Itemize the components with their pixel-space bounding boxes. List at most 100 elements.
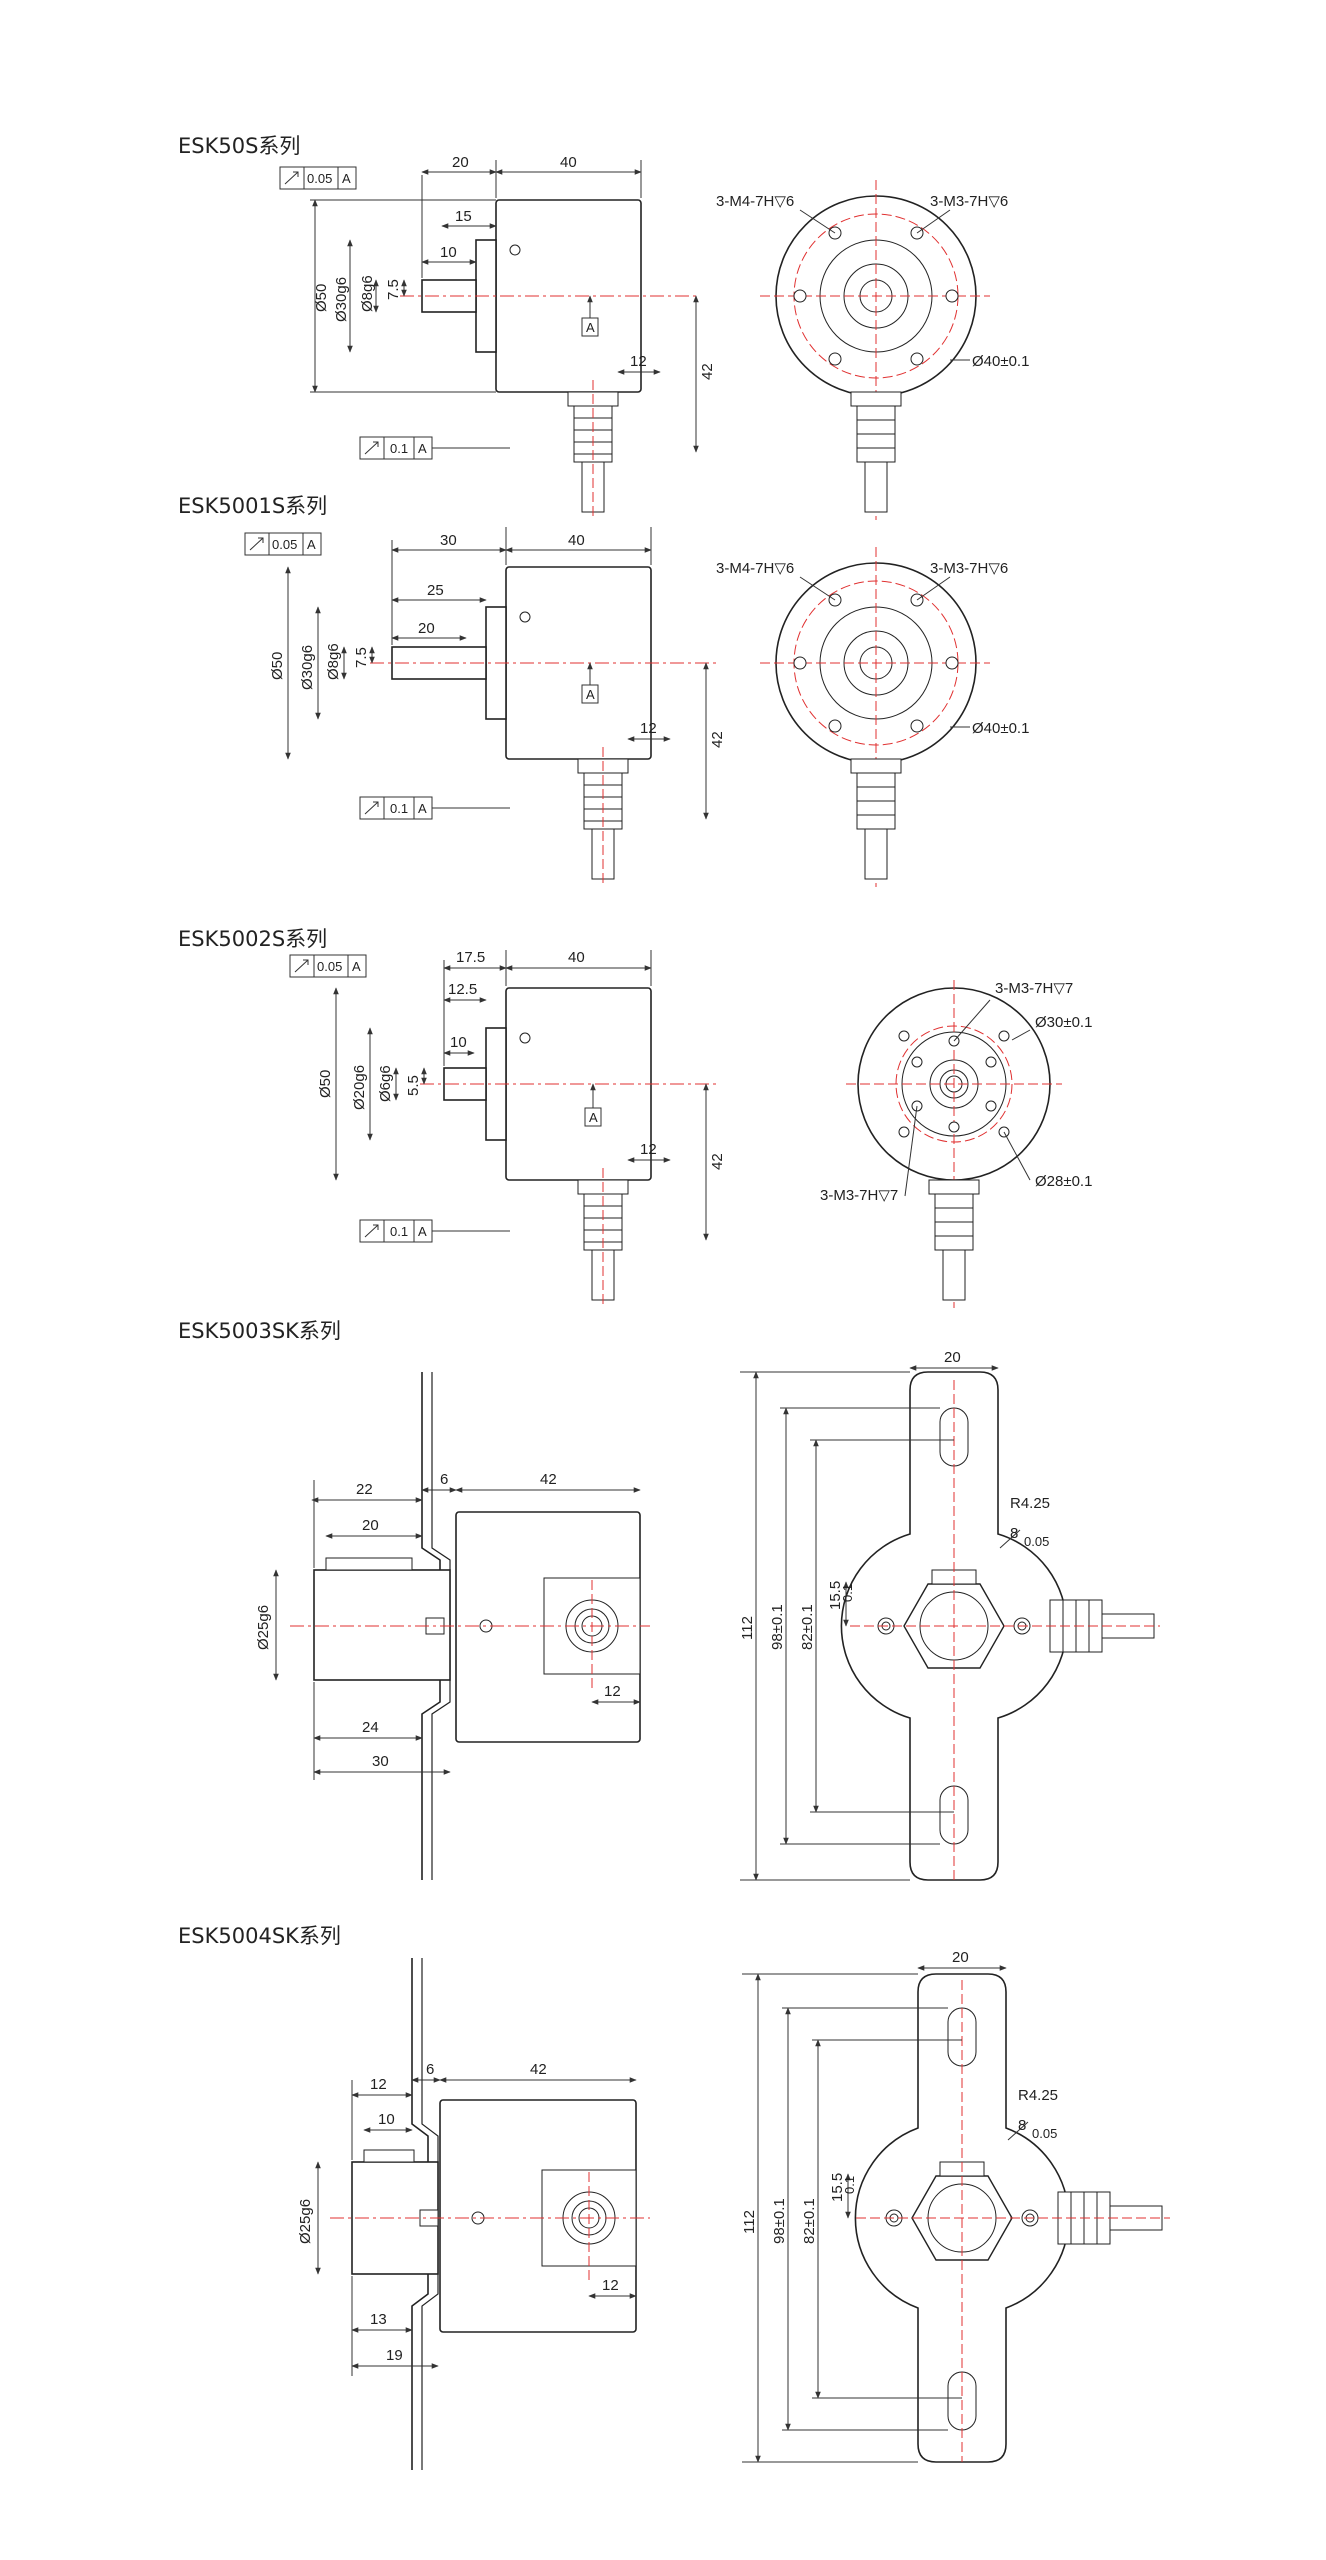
svg-text:A: A <box>342 171 351 186</box>
esk5001s-dimensions <box>285 527 709 820</box>
svg-text:A: A <box>586 687 595 702</box>
section-title-esk5004sk: ESK5004SK系列 <box>178 1924 341 1948</box>
svg-text:40: 40 <box>560 154 577 171</box>
svg-text:15.5: 15.5 <box>827 1581 844 1610</box>
svg-text:42: 42 <box>709 1153 726 1170</box>
svg-text:Ø40±0.1: Ø40±0.1 <box>972 353 1029 370</box>
svg-text:0.1: 0.1 <box>390 1224 408 1239</box>
section-title-esk5003sk: ESK5003SK系列 <box>178 1319 341 1343</box>
svg-text:20: 20 <box>944 1349 961 1366</box>
svg-text:30: 30 <box>440 532 457 549</box>
tolerance-frame-top: 0.05 A <box>244 532 322 556</box>
svg-text:12: 12 <box>370 2076 387 2093</box>
svg-text:Ø50: Ø50 <box>313 284 330 312</box>
esk50s-cable <box>567 380 619 520</box>
esk5002s-front-view: 3-M3-7H▽7 Ø30±0.1 3-M3-7H▽7 Ø28±0.1 <box>820 980 1092 1308</box>
svg-text:12: 12 <box>602 2277 619 2294</box>
svg-text:82±0.1: 82±0.1 <box>799 1604 816 1650</box>
svg-text:0.05: 0.05 <box>307 171 332 186</box>
esk5003sk-side-view: 6 42 22 20 Ø25g6 12 24 30 <box>255 1372 650 1880</box>
datum-a-box: A <box>581 295 599 337</box>
svg-text:12: 12 <box>640 720 657 737</box>
svg-text:10: 10 <box>378 2111 395 2128</box>
svg-text:10: 10 <box>450 1034 467 1051</box>
svg-text:42: 42 <box>709 731 726 748</box>
svg-text:42: 42 <box>540 1471 557 1488</box>
esk50s-side-view: 0.05 A 20 <box>279 154 716 520</box>
svg-text:42: 42 <box>699 363 716 380</box>
section-title-esk5002s: ESK5002S系列 <box>178 927 328 951</box>
svg-text:A: A <box>586 320 595 335</box>
svg-text:3-M3-7H▽6: 3-M3-7H▽6 <box>930 560 1008 577</box>
svg-text:R4.25: R4.25 <box>1010 1495 1050 1512</box>
svg-text:17.5: 17.5 <box>456 949 485 966</box>
svg-text:Ø8g6: Ø8g6 <box>359 275 376 312</box>
svg-text:5.5: 5.5 <box>405 1075 422 1096</box>
svg-text:98±0.1: 98±0.1 <box>771 2198 788 2244</box>
svg-text:0.05: 0.05 <box>272 537 297 552</box>
esk5002s-side-view: 0.05 A 17.5 40 <box>289 949 726 1308</box>
tolerance-frame-bottom: 0.1 A <box>359 1219 510 1243</box>
esk5001s-cable <box>577 747 629 887</box>
svg-text:19: 19 <box>386 2347 403 2364</box>
svg-text:15.5: 15.5 <box>829 2173 846 2202</box>
tolerance-frame-bottom: 0.1 A <box>359 436 510 460</box>
esk5003sk-dimensions <box>273 1480 641 1780</box>
svg-text:13: 13 <box>370 2311 387 2328</box>
svg-text:Ø50: Ø50 <box>269 652 286 680</box>
svg-text:8: 8 <box>1010 1525 1018 1542</box>
svg-text:12: 12 <box>604 1683 621 1700</box>
esk5001s-front-view: 3-M4-7H▽6 3-M3-7H▽6 Ø40±0.1 <box>716 547 1029 887</box>
esk5004sk-dimensions <box>315 2077 637 2376</box>
svg-text:A: A <box>418 801 427 816</box>
svg-text:A: A <box>307 537 316 552</box>
esk5004sk-front-dimensions <box>742 1965 1029 2463</box>
tolerance-frame-top: 0.05 A <box>289 954 367 978</box>
svg-text:Ø25g6: Ø25g6 <box>255 1605 272 1650</box>
svg-text:Ø25g6: Ø25g6 <box>297 2199 314 2244</box>
svg-text:0.1: 0.1 <box>390 441 408 456</box>
svg-text:Ø6g6: Ø6g6 <box>377 1065 394 1102</box>
esk5004sk-front-view: 20 R4.25 8 0.05 15.5 0.1 112 98±0.1 82±0… <box>741 1949 1170 2463</box>
svg-text:8: 8 <box>1018 2117 1026 2134</box>
svg-text:12: 12 <box>630 353 647 370</box>
svg-text:25: 25 <box>427 582 444 599</box>
svg-text:24: 24 <box>362 1719 379 1736</box>
svg-text:6: 6 <box>440 1471 448 1488</box>
tolerance-frame-top: 0.05 A <box>279 166 357 190</box>
svg-text:112: 112 <box>741 2210 758 2234</box>
svg-text:3-M3-7H▽6: 3-M3-7H▽6 <box>930 193 1008 210</box>
svg-text:20: 20 <box>452 154 469 171</box>
svg-text:Ø30g6: Ø30g6 <box>299 645 316 690</box>
esk5001s-side-view: 0.05 A 30 40 <box>244 527 726 887</box>
svg-text:20: 20 <box>952 1949 969 1966</box>
svg-text:12: 12 <box>640 1141 657 1158</box>
datum-a-box: A <box>584 1083 602 1127</box>
svg-text:0.1: 0.1 <box>840 1584 855 1602</box>
svg-text:Ø30g6: Ø30g6 <box>333 277 350 322</box>
svg-text:Ø30±0.1: Ø30±0.1 <box>1035 1014 1092 1031</box>
svg-text:20: 20 <box>418 620 435 637</box>
svg-text:3-M3-7H▽7: 3-M3-7H▽7 <box>995 980 1073 997</box>
svg-text:A: A <box>589 1110 598 1125</box>
esk5002s-cable <box>577 1168 629 1308</box>
tolerance-frame-bottom: 0.1 A <box>359 796 510 820</box>
svg-text:Ø40±0.1: Ø40±0.1 <box>972 720 1029 737</box>
svg-text:0.1: 0.1 <box>390 801 408 816</box>
svg-text:3-M4-7H▽6: 3-M4-7H▽6 <box>716 560 794 577</box>
datum-a-box: A <box>581 662 599 704</box>
svg-text:0.05: 0.05 <box>1032 2126 1057 2141</box>
svg-text:3-M4-7H▽6: 3-M4-7H▽6 <box>716 193 794 210</box>
svg-text:82±0.1: 82±0.1 <box>801 2198 818 2244</box>
svg-text:12.5: 12.5 <box>448 981 477 998</box>
svg-text:A: A <box>418 441 427 456</box>
svg-text:3-M3-7H▽7: 3-M3-7H▽7 <box>820 1187 898 1204</box>
svg-text:40: 40 <box>568 949 585 966</box>
svg-text:Ø8g6: Ø8g6 <box>325 643 342 680</box>
svg-text:7.5: 7.5 <box>353 647 370 668</box>
svg-text:30: 30 <box>372 1753 389 1770</box>
svg-text:R4.25: R4.25 <box>1018 2087 1058 2104</box>
esk5002s-dimensions <box>333 950 709 1241</box>
svg-text:6: 6 <box>426 2061 434 2078</box>
